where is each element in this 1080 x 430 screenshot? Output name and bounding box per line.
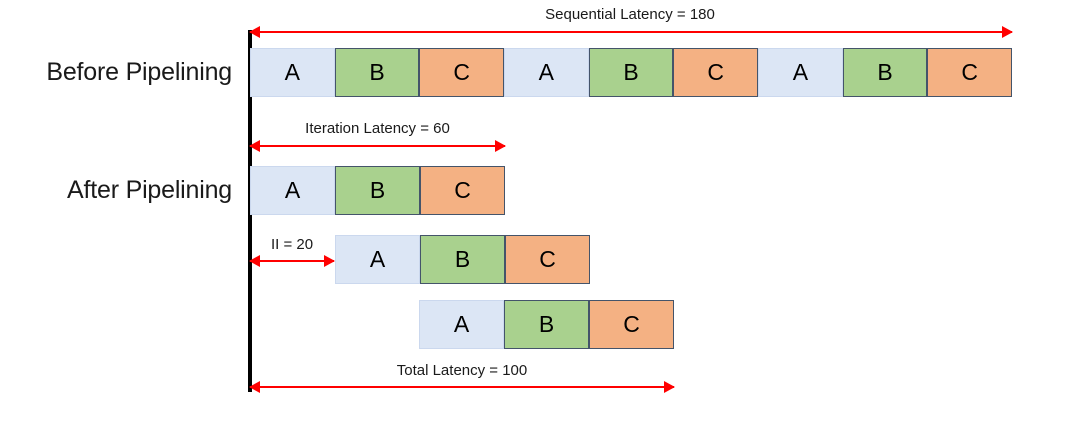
initiation-interval-label: II = 20 bbox=[270, 236, 314, 253]
arrow-head-left bbox=[249, 381, 260, 393]
arrow-shaft bbox=[250, 260, 334, 262]
stage-box-c: C bbox=[419, 48, 505, 97]
stage-box-a: A bbox=[758, 48, 843, 97]
stage-box-c: C bbox=[673, 48, 759, 97]
stage-label: A bbox=[453, 311, 470, 337]
arrow-shaft bbox=[250, 386, 674, 388]
stage-box-b: B bbox=[335, 166, 420, 215]
stage-box-b: B bbox=[334, 48, 420, 97]
stage-label: B bbox=[538, 311, 555, 337]
iteration-latency-label: Iteration Latency = 60 bbox=[305, 120, 450, 137]
stage-label: A bbox=[284, 177, 301, 203]
arrow-head-right bbox=[324, 255, 335, 267]
stage-box-a: A bbox=[250, 48, 335, 97]
stage-box-a: A bbox=[250, 166, 335, 215]
stage-box-c: C bbox=[505, 235, 590, 284]
bar-row-after-pipelining-iter2: A B C bbox=[335, 235, 590, 284]
arrow-head-right bbox=[1002, 26, 1013, 38]
sequential-latency-label: Sequential Latency = 180 bbox=[545, 6, 715, 23]
stage-box-a: A bbox=[335, 235, 420, 284]
stage-box-b: B bbox=[588, 48, 674, 97]
iteration-latency-arrow bbox=[249, 136, 506, 156]
initiation-interval-arrow bbox=[249, 251, 335, 271]
arrow-head-left bbox=[249, 26, 260, 38]
stage-box-c: C bbox=[589, 300, 674, 349]
stage-label: B bbox=[623, 59, 639, 85]
row-label-before-pipelining: Before Pipelining bbox=[46, 58, 232, 86]
total-latency-label: Total Latency = 100 bbox=[396, 362, 528, 379]
stage-label: C bbox=[707, 59, 724, 85]
bar-row-after-pipelining-iter3: A B C bbox=[419, 300, 674, 349]
stage-box-c: C bbox=[927, 48, 1013, 97]
stage-label: C bbox=[539, 246, 556, 272]
stage-label: B bbox=[877, 59, 893, 85]
stage-box-b: B bbox=[842, 48, 928, 97]
stage-label: B bbox=[369, 177, 386, 203]
stage-label: C bbox=[961, 59, 979, 85]
stage-label: B bbox=[369, 59, 385, 85]
arrow-head-right bbox=[495, 140, 506, 152]
arrow-head-right bbox=[664, 381, 675, 393]
stage-label: A bbox=[792, 59, 809, 85]
bar-row-before-pipelining: A B C A B C A B C bbox=[250, 48, 1013, 97]
row-label-after-pipelining: After Pipelining bbox=[67, 176, 232, 204]
sequential-latency-arrow bbox=[249, 22, 1013, 42]
stage-label: A bbox=[369, 246, 386, 272]
stage-box-a: A bbox=[419, 300, 504, 349]
stage-label: C bbox=[623, 311, 640, 337]
total-latency-arrow bbox=[249, 377, 675, 397]
stage-label: A bbox=[284, 59, 300, 85]
stage-box-b: B bbox=[420, 235, 505, 284]
arrow-head-left bbox=[249, 255, 260, 267]
stage-box-a: A bbox=[504, 48, 589, 97]
stage-label: B bbox=[454, 246, 471, 272]
bar-row-after-pipelining-iter1: A B C bbox=[250, 166, 505, 215]
stage-label: C bbox=[453, 59, 470, 85]
stage-box-c: C bbox=[420, 166, 505, 215]
stage-box-b: B bbox=[504, 300, 589, 349]
arrow-head-left bbox=[249, 140, 260, 152]
arrow-shaft bbox=[250, 31, 1012, 33]
arrow-shaft bbox=[250, 145, 505, 147]
stage-label: A bbox=[538, 59, 555, 85]
stage-label: C bbox=[454, 177, 471, 203]
